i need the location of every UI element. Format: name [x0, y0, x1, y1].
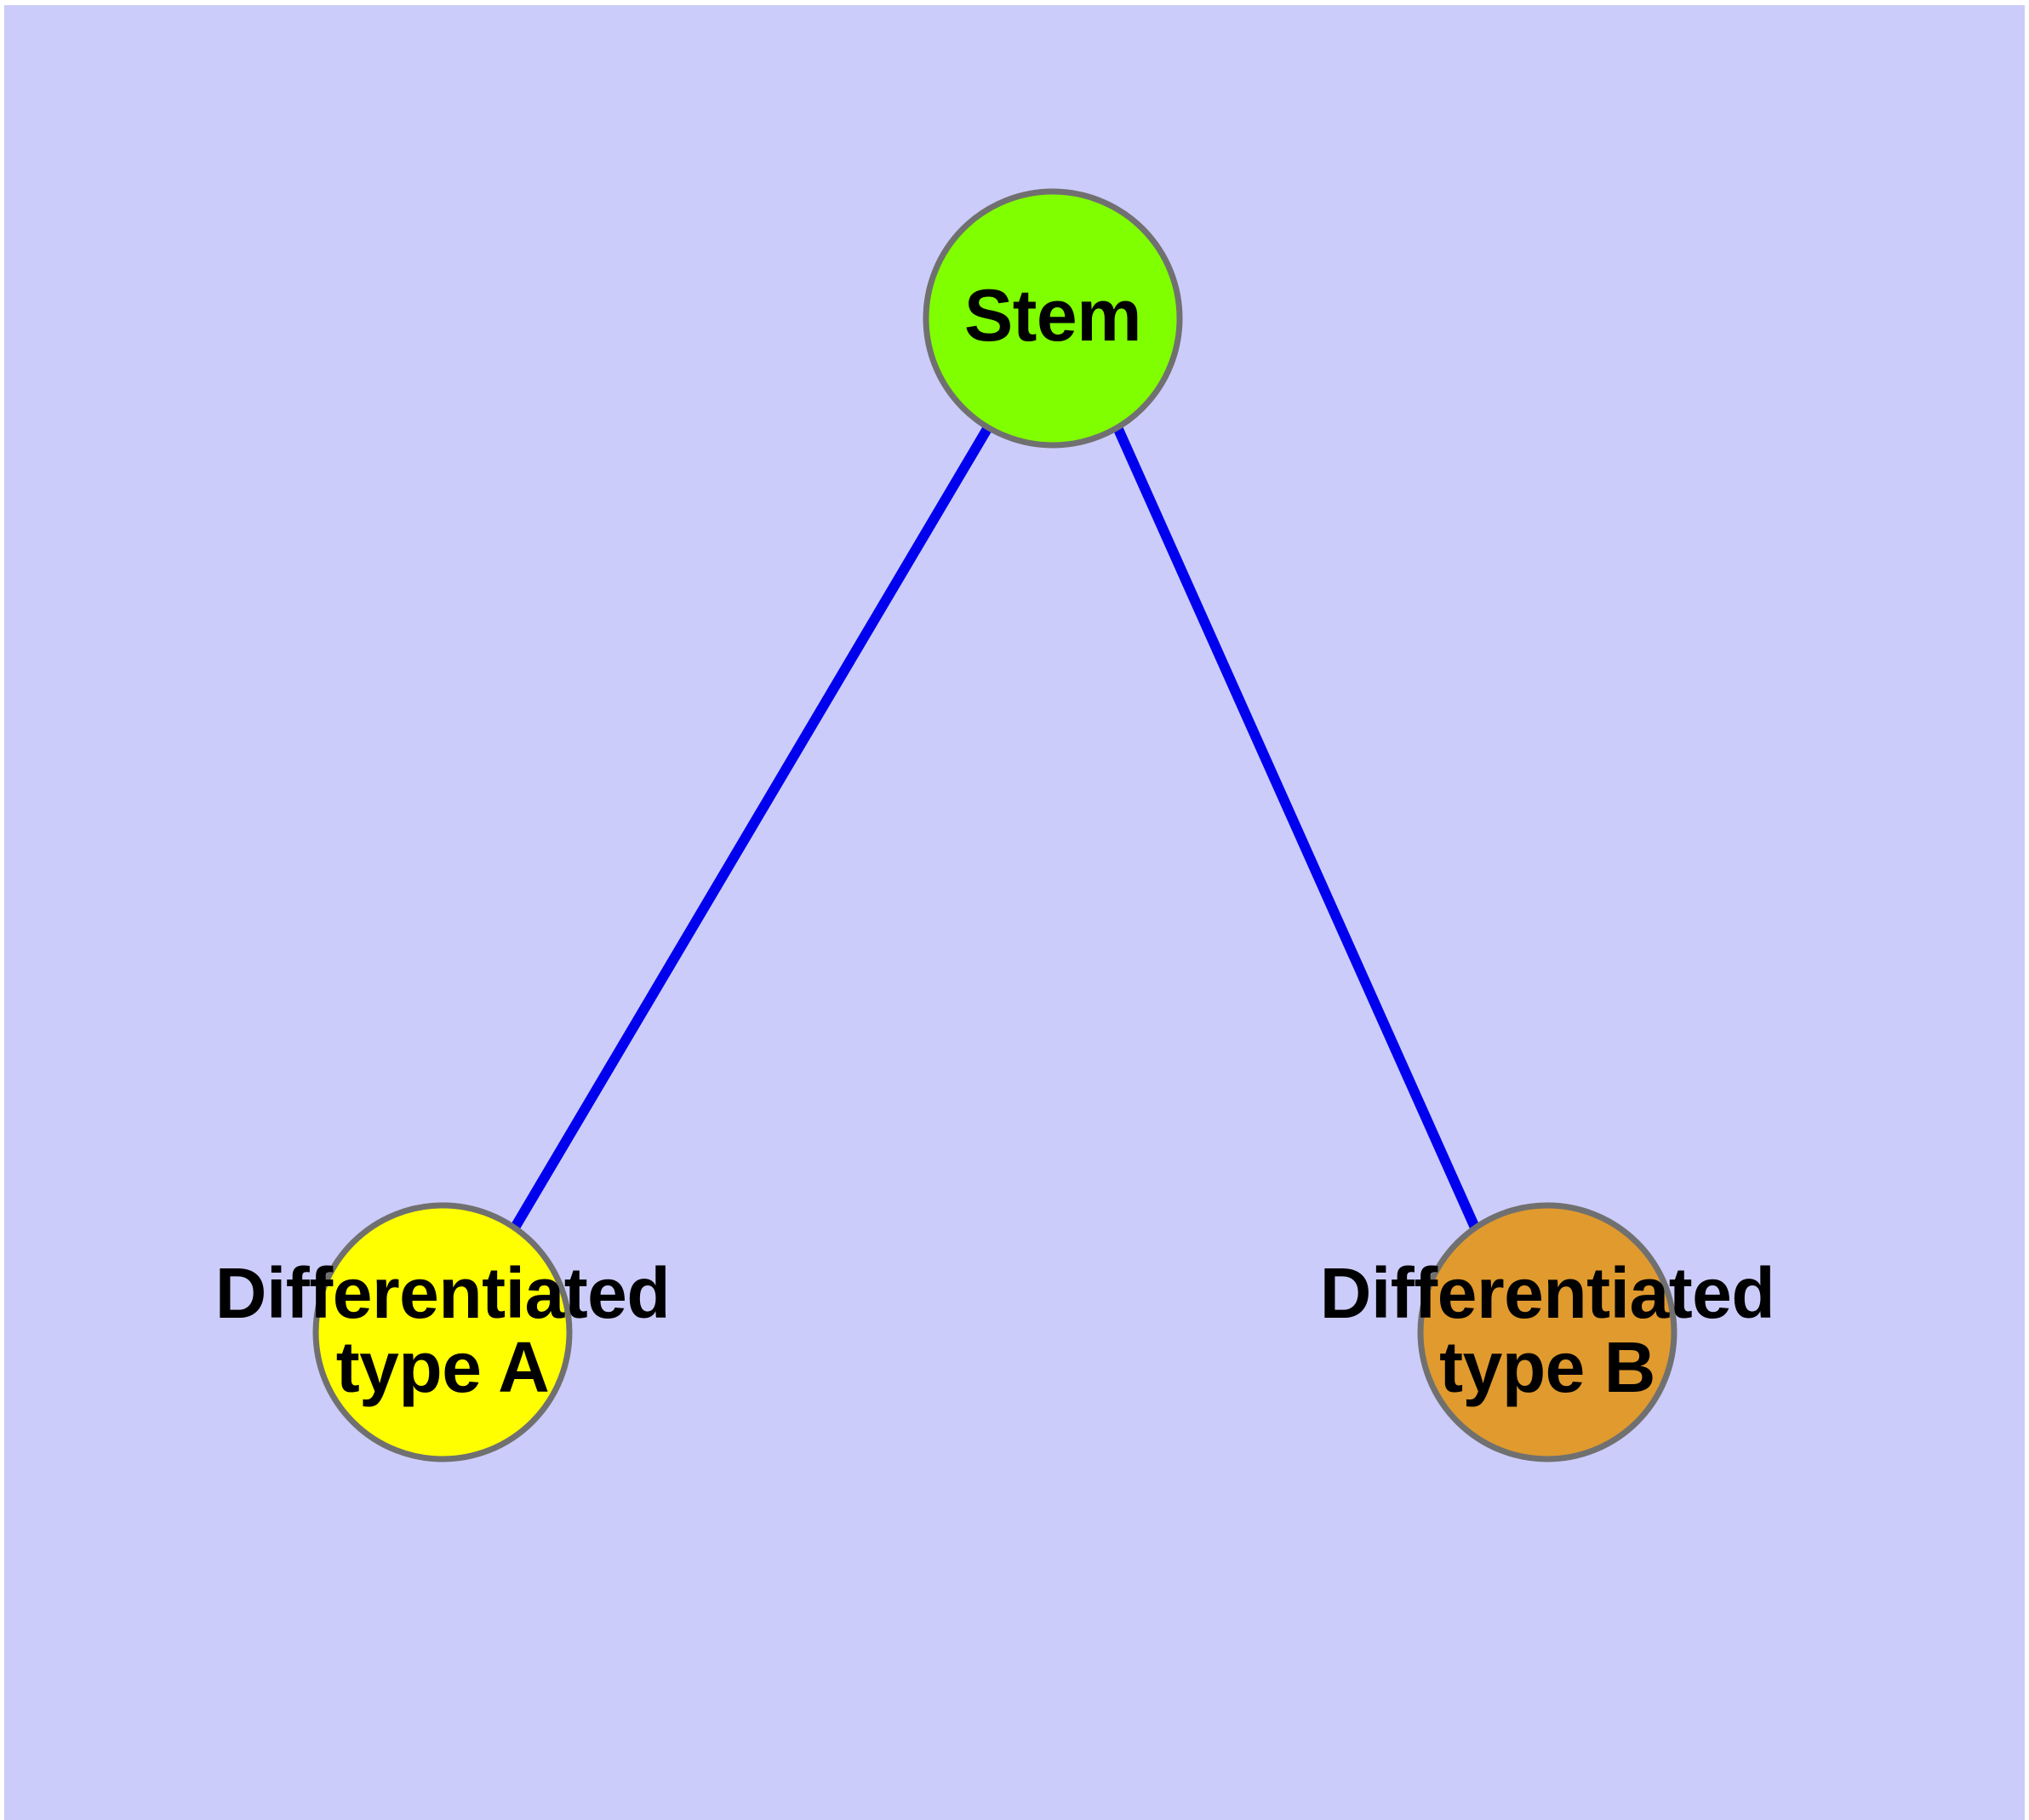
node-differentiated-type-a[interactable] — [316, 1205, 569, 1459]
node-stem[interactable] — [926, 192, 1180, 445]
node-differentiated-type-b[interactable] — [1420, 1205, 1674, 1459]
